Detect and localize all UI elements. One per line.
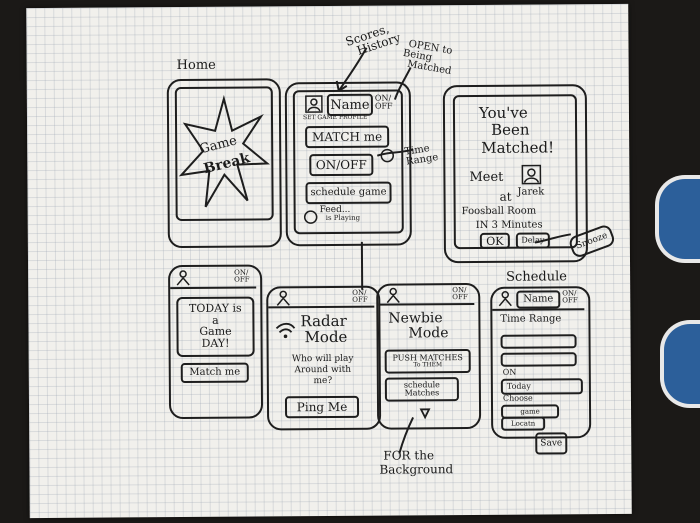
schedule-game-button[interactable]: schedule game	[305, 181, 392, 205]
person-avatar-icon	[521, 164, 542, 185]
feed-label: Feed... is Playing	[319, 204, 361, 223]
toggle-on-off[interactable]: ON/OFF	[352, 288, 368, 304]
gameday-line-4: DAY!	[201, 336, 230, 350]
splash-screen: Game Break	[174, 86, 274, 222]
ok-button[interactable]: OK	[479, 232, 510, 249]
name-field[interactable]: Name	[326, 93, 373, 117]
main-screen: Name ON/OFF SET GAME PROFILE MATCH me ON…	[292, 89, 404, 235]
choose-label: Choose	[502, 393, 533, 403]
radar-phone: ON/OFF Radar Mode Who will play Around w…	[266, 285, 382, 431]
annotation-background: FOR the Background	[379, 448, 454, 477]
blue-shoe-top	[655, 175, 700, 263]
matched-screen: You've Been Matched! Meet at Jarek Foosb…	[452, 94, 578, 250]
save-button[interactable]: Save	[535, 432, 568, 455]
location-select[interactable]: Locatn	[501, 416, 546, 431]
name-field[interactable]: Name	[516, 290, 561, 309]
radar-title: Radar Mode	[300, 311, 348, 346]
on-off-button[interactable]: ON/OFF	[309, 153, 374, 177]
arrow-time-range	[376, 148, 414, 163]
ping-me-button[interactable]: Ping Me	[284, 395, 360, 419]
arrow-down-icon	[419, 408, 431, 420]
arrow-scores	[335, 47, 368, 92]
blue-shoe-bottom	[660, 320, 700, 408]
set-game-profile[interactable]: SET GAME PROFILE	[302, 113, 368, 122]
matched-title: You've Been Matched!	[478, 103, 555, 157]
gameday-message-box: TODAY is a Game DAY!	[176, 296, 255, 358]
meet-label: Meet	[469, 169, 504, 186]
connector-line	[360, 241, 364, 290]
annotation-home: Home	[176, 57, 216, 74]
avatar-icon	[305, 95, 323, 113]
feed-avatar-icon	[303, 210, 318, 224]
arrow-open	[393, 66, 412, 100]
newbie-title: Newbie Mode	[388, 310, 449, 342]
time-slider-end[interactable]	[500, 352, 577, 367]
on-label: ON	[502, 367, 517, 377]
toggle-on-off[interactable]: ON/OFF	[234, 268, 250, 284]
time-slider-start[interactable]	[500, 334, 577, 349]
person-name: Jarek	[517, 186, 545, 198]
main-phone: Name ON/OFF SET GAME PROFILE MATCH me ON…	[284, 81, 412, 247]
schedule-phone: Name ON/OFF Time Range ON Today Choose g…	[490, 286, 592, 439]
stick-figure-icon	[386, 287, 400, 304]
location-label: Foosball Room	[461, 205, 537, 218]
stick-figure-icon	[498, 291, 512, 307]
arrow-snooze	[534, 233, 571, 244]
time-range-label: Time Range	[500, 313, 562, 325]
toggle-on-off[interactable]: ON/OFF	[452, 286, 468, 302]
match-me-button[interactable]: Match me	[180, 362, 249, 384]
toggle-on-off[interactable]: ON/OFF	[374, 93, 393, 111]
starburst-icon	[178, 94, 270, 208]
sketch-paper: Home Scores, History OPEN to Being Match…	[26, 3, 632, 519]
annotation-schedule: Schedule	[506, 269, 567, 285]
at-label: at	[499, 189, 512, 204]
stick-figure-icon	[176, 270, 190, 286]
wifi-icon	[275, 322, 296, 339]
stick-figure-icon	[276, 290, 290, 306]
gameday-line-1: TODAY is	[188, 301, 242, 315]
radar-question: Who will play Around with me?	[291, 353, 354, 386]
splash-phone: Game Break	[166, 78, 282, 249]
toggle-on-off[interactable]: ON/OFF	[562, 289, 578, 305]
today-field[interactable]: Today	[500, 378, 583, 395]
arrow-background	[398, 416, 414, 454]
matched-phone: You've Been Matched! Meet at Jarek Foosb…	[442, 84, 589, 264]
gameday-phone: ON/OFF TODAY is a Game DAY! Match me	[168, 264, 264, 420]
